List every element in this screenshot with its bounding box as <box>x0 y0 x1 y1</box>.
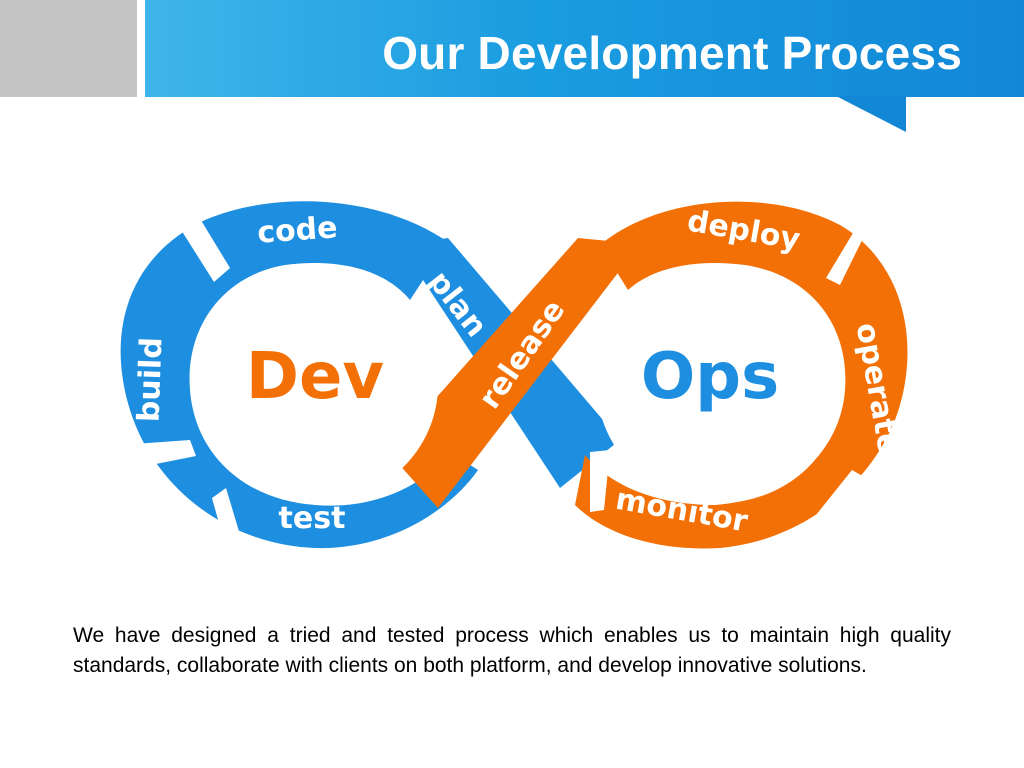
stage-build: build <box>132 337 170 423</box>
corner-gray-block <box>0 0 137 97</box>
release-band <box>388 238 640 508</box>
stage-test: test <box>279 501 346 536</box>
ops-gap-left <box>590 450 610 512</box>
stage-code: code <box>256 210 338 251</box>
dev-center <box>192 267 438 503</box>
ops-label: Ops <box>641 340 779 414</box>
ops-center <box>597 267 843 503</box>
devops-infinity-diagram: Dev Ops code plan build test release dep… <box>110 180 920 575</box>
process-description: We have designed a tried and tested proc… <box>73 624 951 677</box>
ops-gap-top <box>826 220 872 285</box>
dev-gap-bottom <box>212 488 244 556</box>
ops-loop-ring <box>575 201 908 549</box>
dev-gap-left <box>120 440 196 470</box>
title-banner <box>145 0 1024 97</box>
dev-loop-ring <box>120 201 478 549</box>
page-title: Our Development Process <box>382 27 962 79</box>
dev-label: Dev <box>246 340 384 414</box>
banner-tab <box>836 96 906 132</box>
dev-gap-top <box>178 212 230 282</box>
ops-gap-right <box>816 470 866 525</box>
